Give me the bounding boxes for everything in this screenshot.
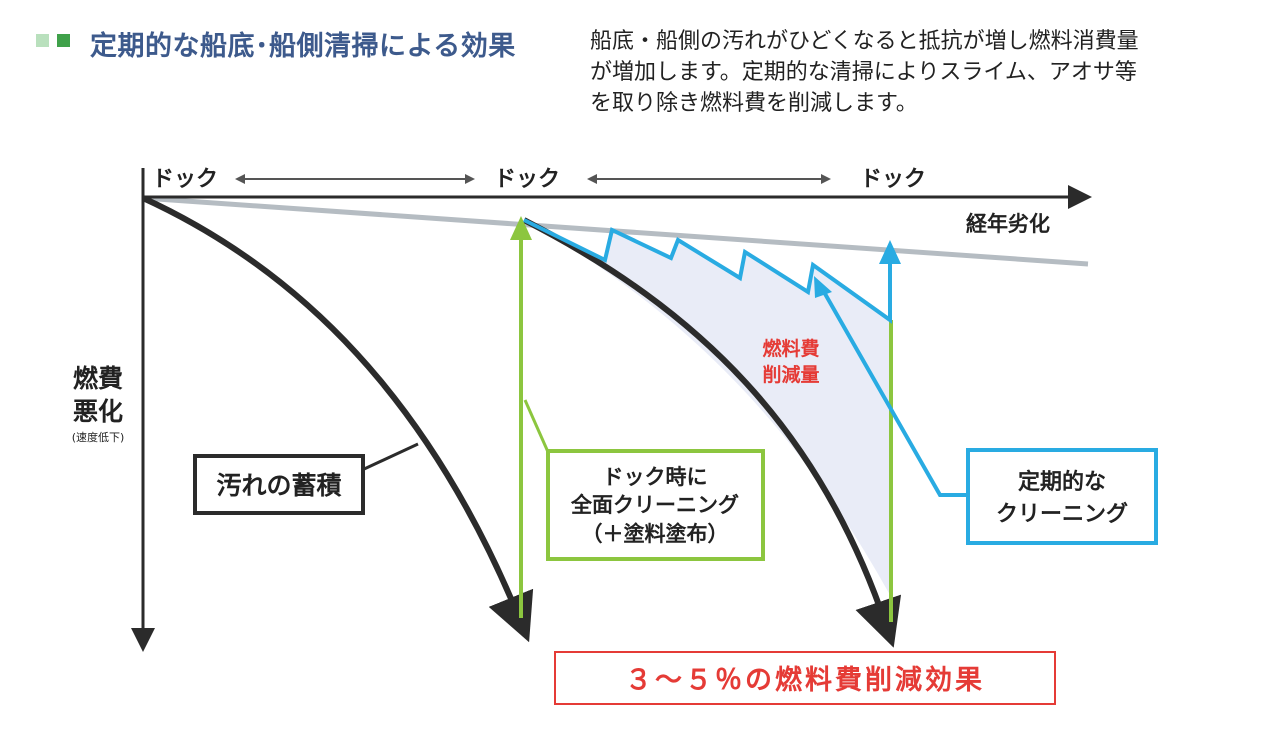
description-line-3: を取り除き燃料費を削減します。 xyxy=(590,91,918,116)
bullet-light-green xyxy=(36,34,49,47)
y-axis-label-line-2: 悪化 xyxy=(73,397,123,426)
description: 船底・船側の汚れがひどくなると抵抗が増し燃料消費量 が増加します。定期的な清掃に… xyxy=(590,26,1250,119)
fuel-savings-area xyxy=(524,220,890,595)
y-axis-sublabel: (速度低下) xyxy=(72,430,125,444)
dock-label-3: ドック xyxy=(860,167,926,192)
description-line-2: が増加します。定期的な清掃によりスライム、アオサ等 xyxy=(590,60,1137,85)
dock-cleaning-callout-line xyxy=(523,399,550,453)
bullet-dark-green xyxy=(57,34,70,47)
periodic-callout-arrowhead xyxy=(814,276,832,298)
periodic-cleaning-line-2: クリーニング xyxy=(996,501,1128,527)
savings-area-line-2: 削減量 xyxy=(762,363,819,386)
dock-label-1: ドック xyxy=(152,167,218,192)
header-bullets xyxy=(36,34,70,47)
periodic-cleaning-zigzag xyxy=(523,218,892,324)
page-title: 定期的な船底･船側清掃による効果 xyxy=(90,31,516,62)
dock-cleaning-line-2: 全面クリーニング xyxy=(570,493,739,517)
fouling-label: 汚れの蓄積 xyxy=(216,471,341,500)
result-box xyxy=(554,651,1056,705)
dock-cleaning-line-3: （＋塗料塗布） xyxy=(582,522,729,546)
dock-cleaning-arrowhead xyxy=(510,216,532,240)
x-axis-label: 経年劣化 xyxy=(966,212,1050,236)
savings-area-line-1: 燃料費 xyxy=(762,337,819,360)
fouling-curve-1 xyxy=(141,195,534,643)
description-line-1: 船底・船側の汚れがひどくなると抵抗が増し燃料消費量 xyxy=(590,29,1139,54)
dock-cleaning-box xyxy=(546,449,765,561)
fouling-callout-line xyxy=(361,442,419,472)
result-label: ３～５％の燃料費削減効果 xyxy=(625,664,985,696)
dock-label-2: ドック xyxy=(494,167,560,192)
fouling-curve-2 xyxy=(522,217,902,648)
fouling-label-box xyxy=(193,454,365,515)
dock-cleaning-line-1: ドック時に xyxy=(603,465,708,489)
periodic-cleaning-line-1: 定期的な xyxy=(1018,469,1106,495)
periodic-cleaning-box xyxy=(966,448,1158,545)
periodic-cleaning-arrowhead xyxy=(879,240,901,264)
y-axis-label-line-1: 燃費 xyxy=(73,364,123,393)
periodic-cleaning-callout-line xyxy=(818,284,968,497)
